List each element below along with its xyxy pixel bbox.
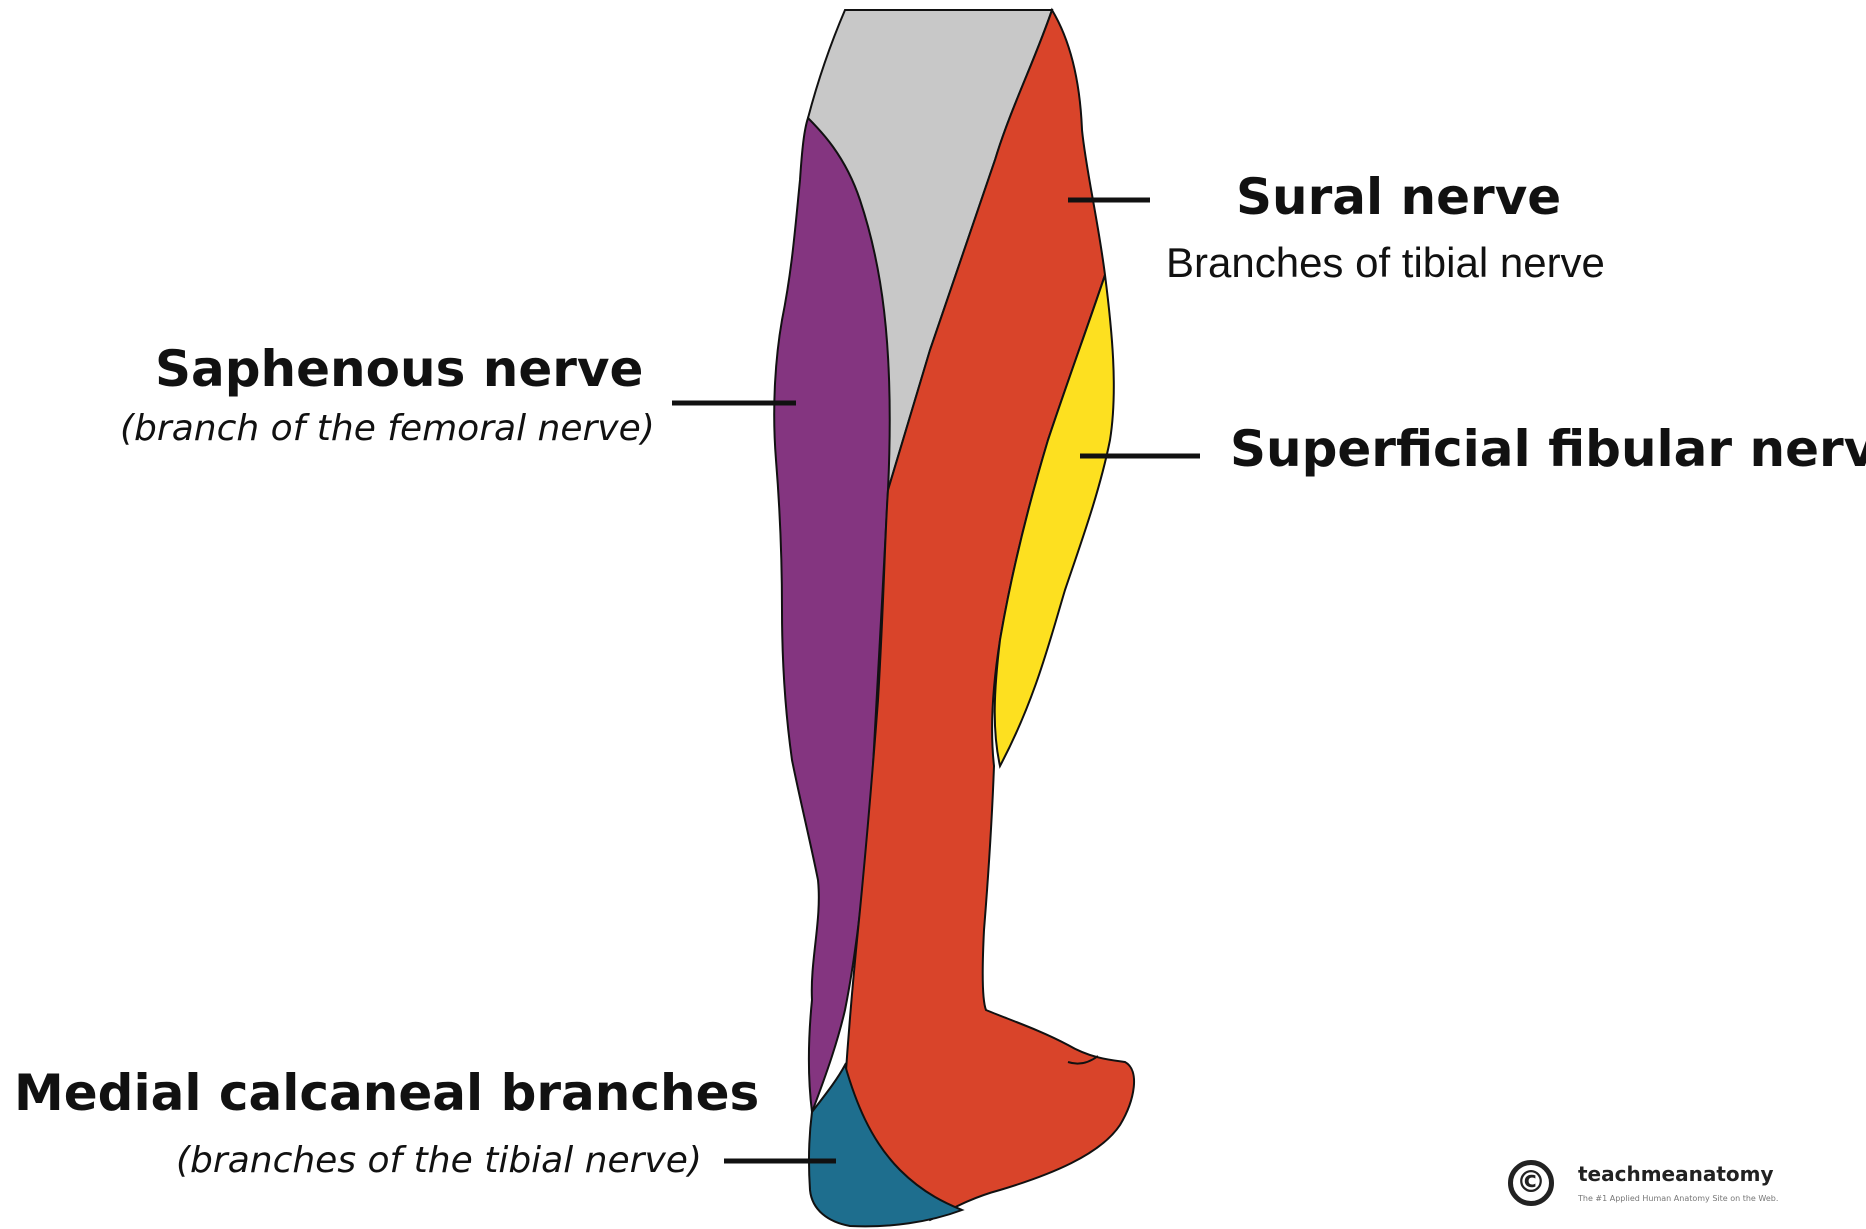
sural-nerve-label: Sural nerve — [1236, 168, 1561, 226]
saphenous-nerve-sublabel: (branch of the femoral nerve) — [120, 408, 655, 449]
copyright-icon: © — [1508, 1160, 1554, 1206]
saphenous-nerve-label: Saphenous nerve — [155, 340, 643, 398]
sural-nerve-sublabel: Branches of tibial nerve — [1166, 239, 1605, 287]
teachmeanatomy-logo: © teachmeanatomy The #1 Applied Human An… — [1508, 1160, 1848, 1216]
superficial-fibular-nerve-label: Superficial fibular nerve — [1230, 420, 1866, 478]
medial-calcaneal-branches-label: Medial calcaneal branches — [14, 1064, 759, 1122]
logo-tagline: The #1 Applied Human Anatomy Site on the… — [1578, 1194, 1778, 1203]
logo-name: teachmeanatomy — [1578, 1162, 1774, 1186]
medial-calcaneal-branches-sublabel: (branches of the tibial nerve) — [176, 1140, 702, 1181]
